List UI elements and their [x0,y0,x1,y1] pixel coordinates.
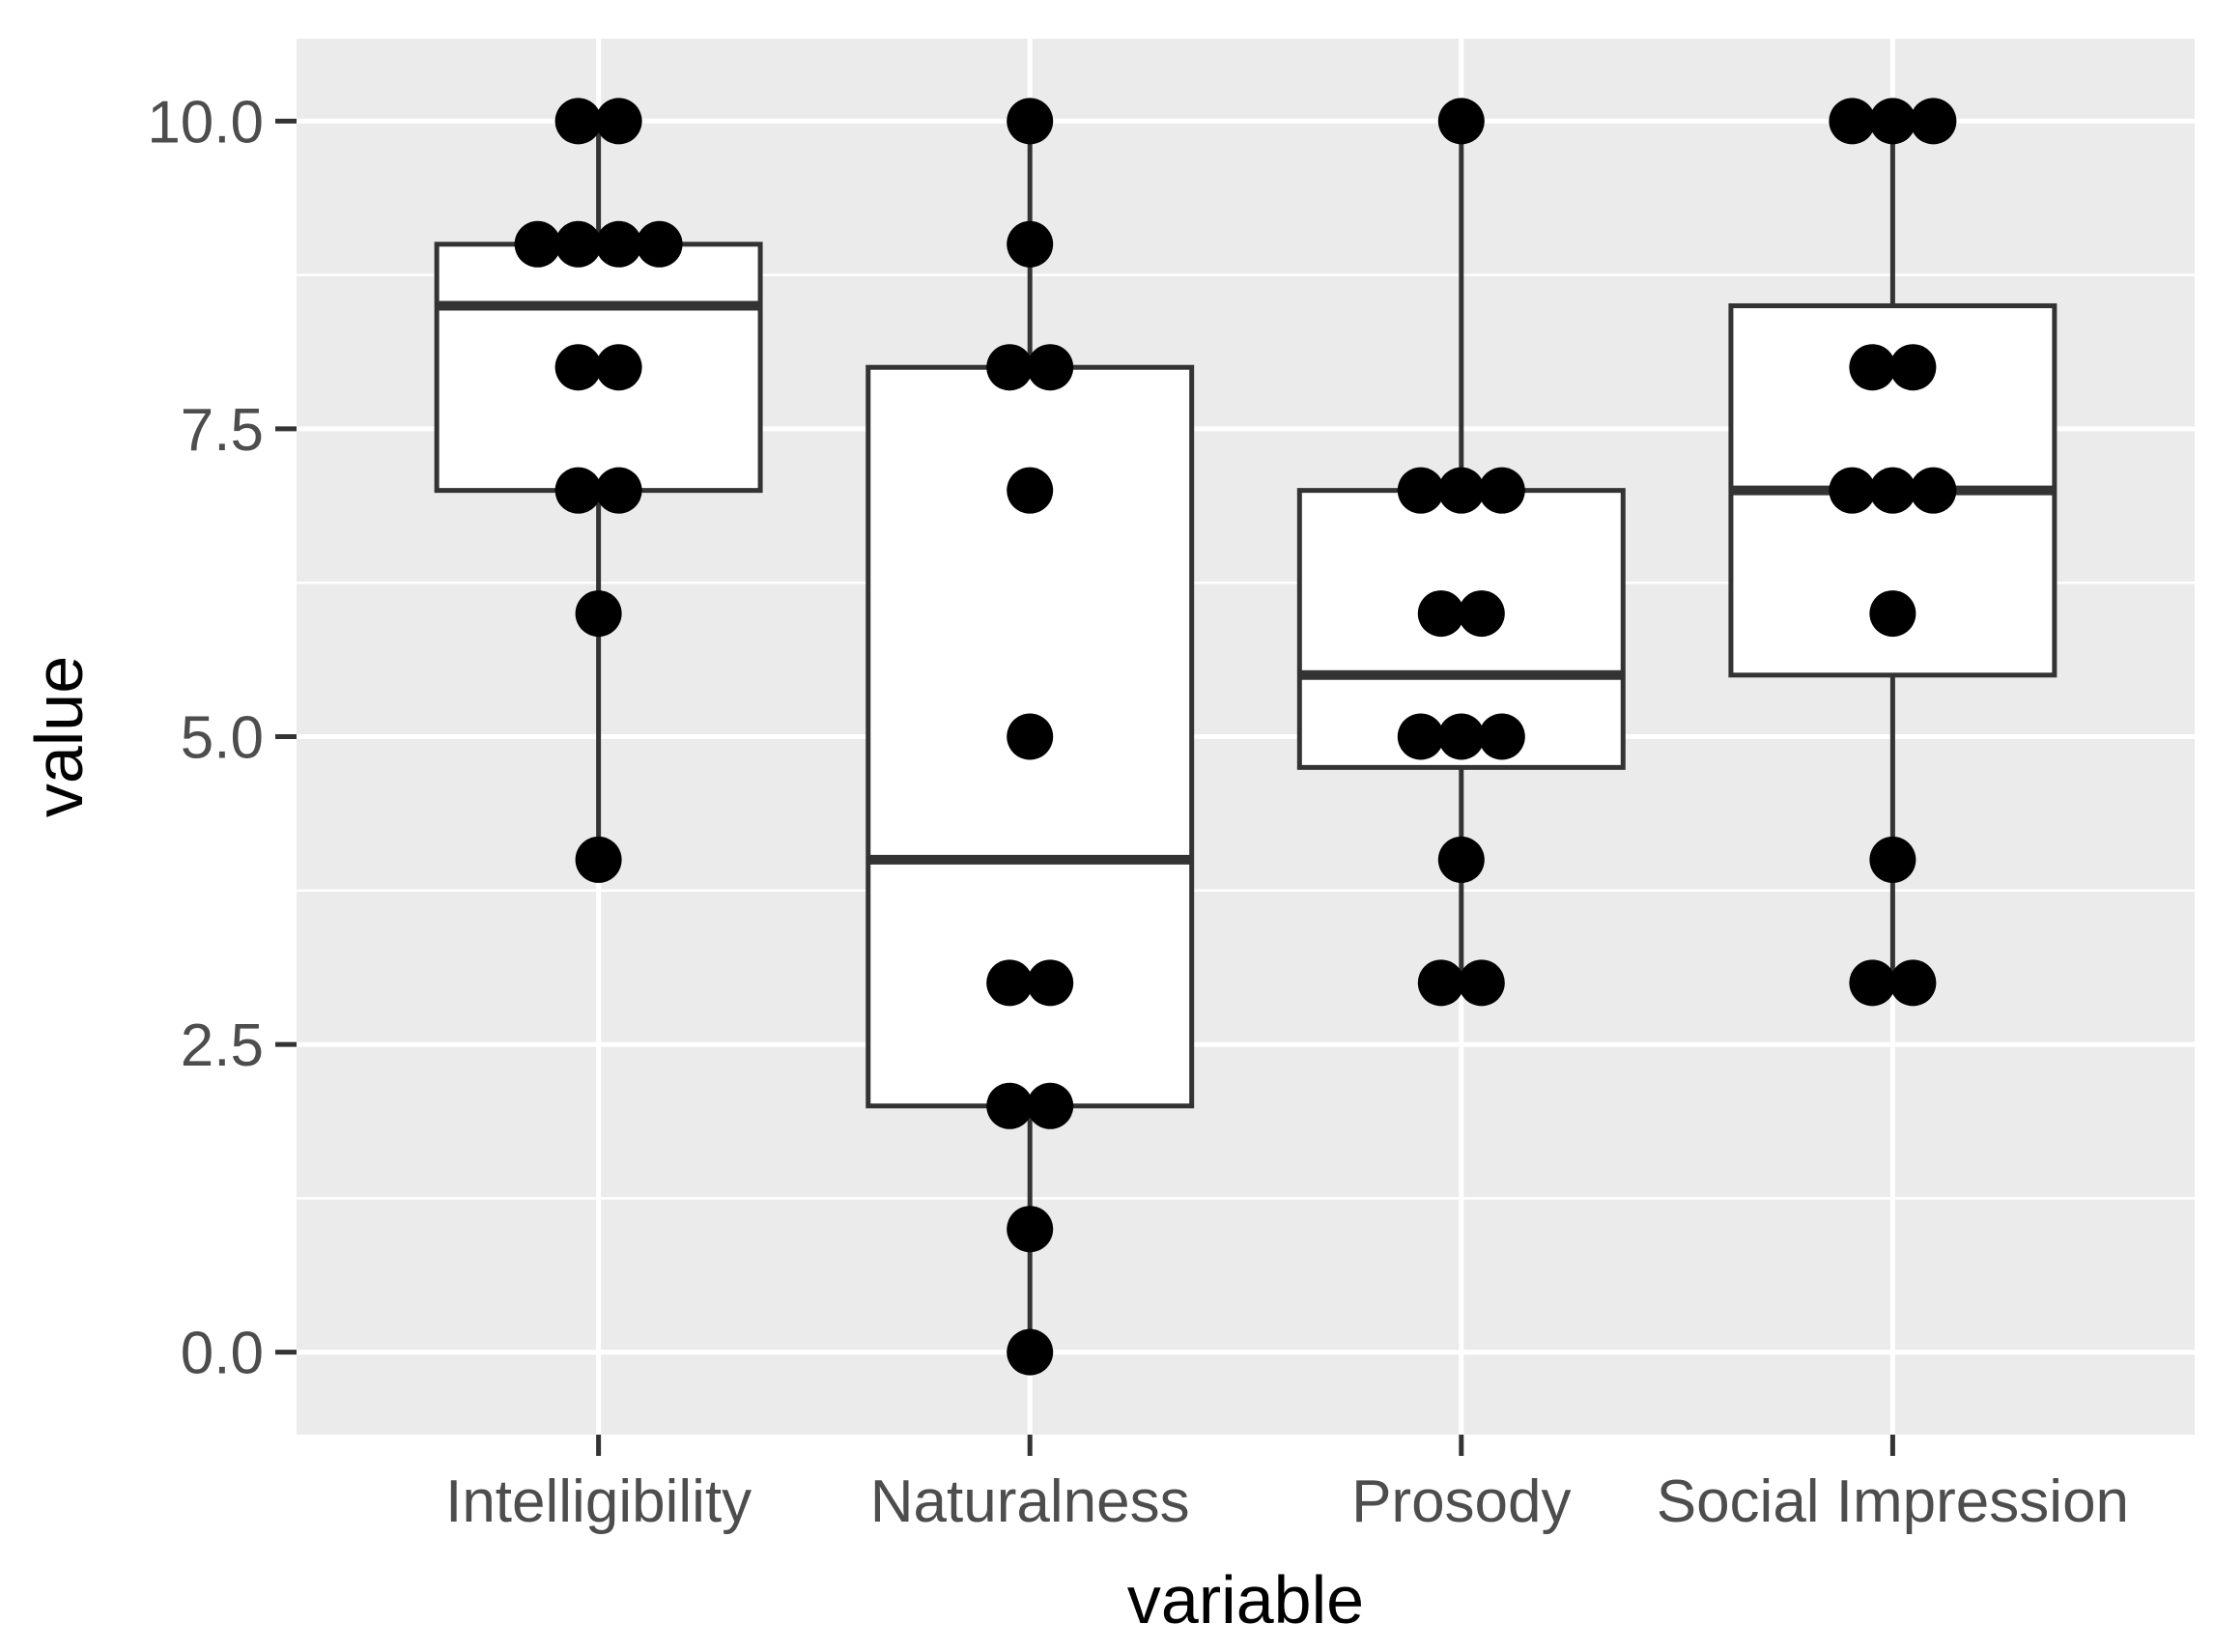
data-point [1869,467,1916,514]
points-layer [514,98,1957,1376]
data-point [1829,467,1876,514]
data-point [1027,959,1074,1007]
x-tick-label: Social Impression [1657,1468,2129,1535]
data-point [1829,98,1876,145]
data-point [1397,713,1444,760]
data-point [1437,836,1485,883]
data-point [1027,1082,1074,1129]
data-point [595,98,642,145]
y-axis: 0.0 2.5 5.0 7.5 10.0 [147,89,297,1387]
data-point [1027,344,1074,391]
data-point [595,467,642,514]
data-point [554,220,602,268]
data-point [1478,467,1525,514]
data-point [986,1082,1034,1129]
data-point [986,344,1034,391]
data-point [1007,1206,1054,1253]
data-point [1437,467,1485,514]
data-point [1397,467,1444,514]
data-point [1437,98,1485,145]
data-point [1007,467,1054,514]
data-point [1910,467,1957,514]
data-point [1889,959,1937,1007]
data-point [1889,344,1937,391]
data-point [636,220,683,268]
data-point [1007,98,1054,145]
y-tick-label: 0.0 [181,1321,264,1387]
data-point [1007,220,1054,268]
data-point [1007,713,1054,760]
data-point [1458,590,1505,638]
data-point [575,590,622,638]
y-tick-label: 5.0 [181,705,264,772]
data-point [514,220,561,268]
data-point [1437,713,1485,760]
data-point [1869,98,1916,145]
data-point [1478,713,1525,760]
data-point [1849,959,1896,1007]
data-point [575,836,622,883]
y-tick-label: 10.0 [147,89,264,156]
data-point [595,344,642,391]
data-point [554,98,602,145]
data-point [595,220,642,268]
x-axis: Intelligibility Naturalness Prosody Social … [445,1435,2129,1535]
data-point [1869,590,1916,638]
y-tick-label: 7.5 [181,397,264,464]
x-tick-label: Prosody [1351,1468,1571,1535]
data-point [1910,98,1957,145]
data-point [554,344,602,391]
x-tick-label: Intelligibility [445,1468,752,1535]
y-axis-title: value [21,656,97,817]
data-point [986,959,1034,1007]
data-point [1458,959,1505,1007]
data-point [554,467,602,514]
data-point [1007,1328,1054,1376]
data-point [1849,344,1896,391]
data-point [1417,590,1464,638]
data-point [1869,836,1916,883]
data-point [1417,959,1464,1007]
x-axis-title: variable [1127,1562,1364,1638]
x-tick-label: Naturalness [870,1468,1190,1535]
y-tick-label: 2.5 [181,1012,264,1079]
